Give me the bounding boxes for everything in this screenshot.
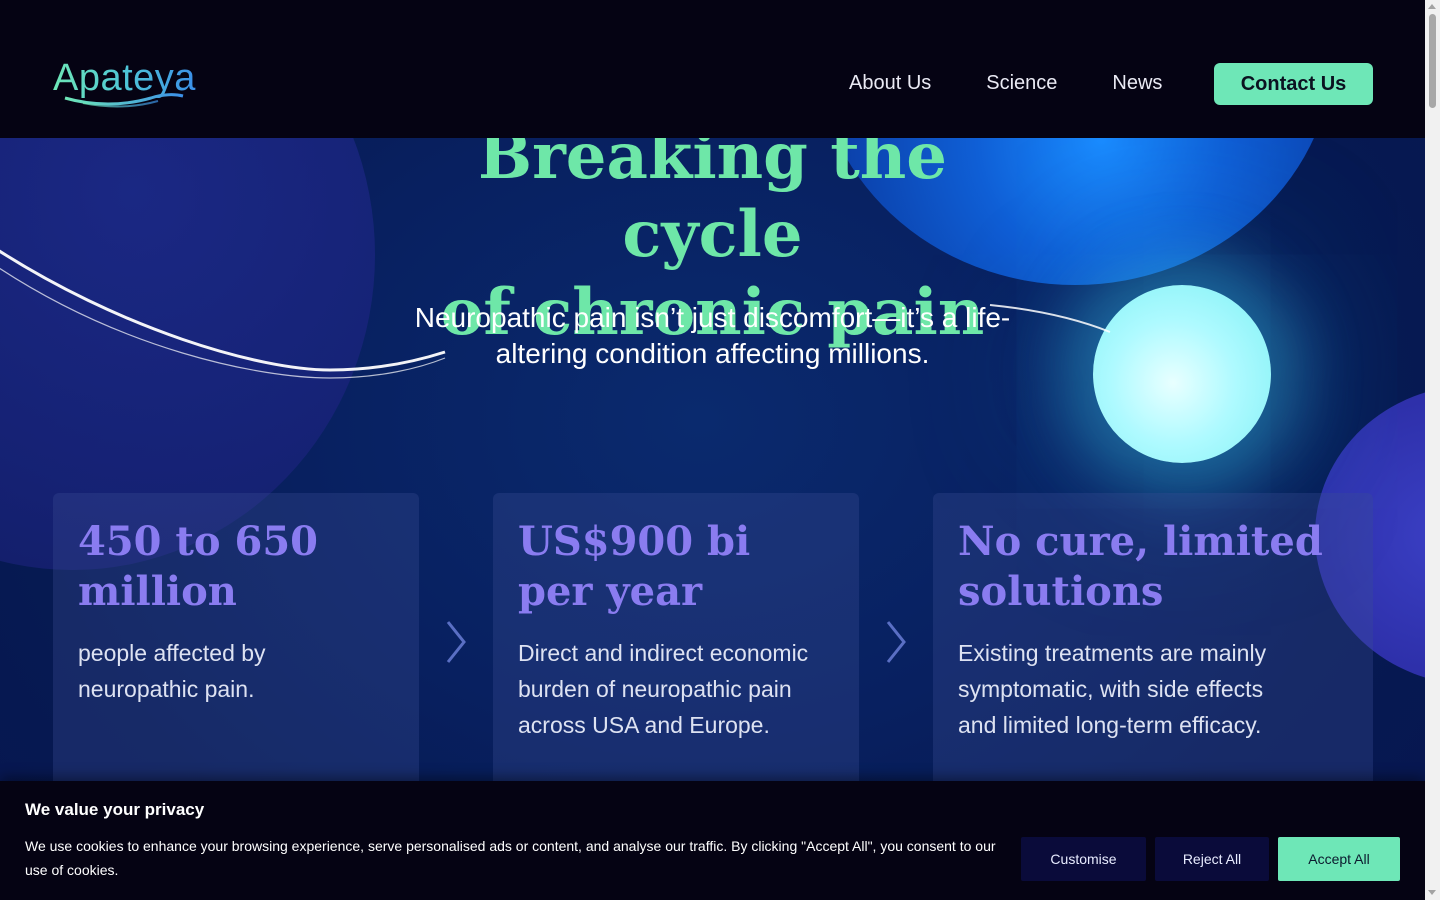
scrollbar[interactable] <box>1425 0 1440 900</box>
site-header: Apateya About Us Science News Contact Us <box>0 0 1425 138</box>
glowing-orb <box>1093 285 1271 463</box>
stat-title: US$900 bi per year <box>518 518 751 615</box>
hero-subheading: Neuropathic pain isn’t just discomfort—i… <box>414 302 1011 369</box>
stat-title: 450 to 650 million <box>78 518 318 615</box>
nav-science[interactable]: Science <box>986 72 1058 94</box>
stat-description: Direct and indirect economic burden of n… <box>518 640 809 738</box>
nav-news[interactable]: News <box>1112 72 1163 94</box>
main-nav: About Us Science News <box>849 70 1217 96</box>
customise-button[interactable]: Customise <box>1021 837 1146 881</box>
chevron-right-icon <box>446 621 466 663</box>
scrollbar-thumb[interactable] <box>1429 14 1436 108</box>
nav-about-us[interactable]: About Us <box>849 72 932 94</box>
scroll-up-arrow-icon[interactable] <box>1428 4 1436 9</box>
chevron-right-icon <box>886 621 906 663</box>
stat-description: Existing treatments are mainly symptomat… <box>958 640 1267 738</box>
cookie-text: We use cookies to enhance your browsing … <box>25 838 996 878</box>
contact-us-button[interactable]: Contact Us <box>1214 63 1373 105</box>
logo-text: Apateya <box>53 57 196 99</box>
logo[interactable]: Apateya <box>53 58 198 108</box>
stat-description: people affected by neuropathic pain. <box>78 640 266 702</box>
scroll-down-arrow-icon[interactable] <box>1428 890 1436 895</box>
accept-all-button[interactable]: Accept All <box>1278 837 1400 881</box>
cookie-title: We value your privacy <box>25 800 205 819</box>
headline-line-2: of chronic pain <box>440 275 985 350</box>
stat-title: No cure, limited solutions <box>958 518 1323 615</box>
logo-swoosh-icon <box>64 93 184 108</box>
reject-all-button[interactable]: Reject All <box>1155 837 1269 881</box>
headline-line-1: Breaking the cycle <box>477 119 948 272</box>
